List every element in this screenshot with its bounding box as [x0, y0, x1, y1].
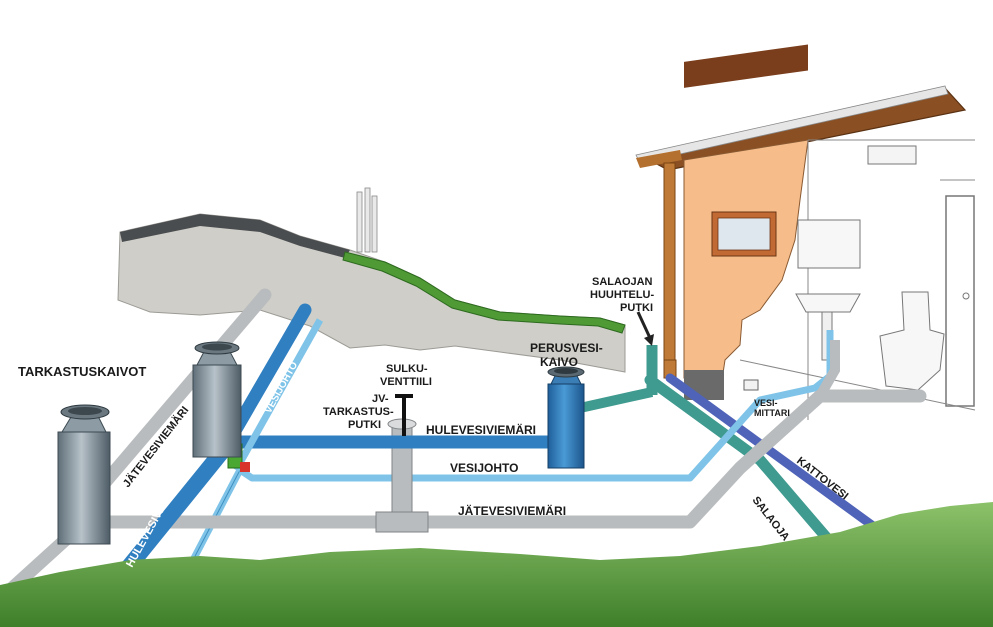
label-salaojan-huuhtelu-2: HUUHTELU-	[590, 289, 654, 301]
label-vesimittari-1: VESI-	[754, 398, 778, 408]
water-meter-icon	[743, 379, 759, 391]
ceiling-lamp	[867, 145, 917, 165]
wall-trim	[684, 44, 808, 88]
label-sulkuventtiili-1: SULKU-	[386, 363, 428, 375]
label-perusvesikaivo-1: PERUSVESI-	[530, 341, 603, 355]
pointer-arrow-icon	[636, 311, 652, 339]
grass-edge	[342, 251, 626, 334]
manhole-right	[192, 341, 242, 458]
downpipe	[663, 162, 676, 364]
fence-post	[356, 191, 363, 253]
drain-pipe	[644, 374, 856, 571]
label-salaojan-huuhtelu-3: PUTKI	[620, 302, 653, 314]
label-jatevesiviemari-mid: JÄTEVESIVIEMÄRI	[458, 503, 566, 518]
valve-stem	[402, 396, 406, 436]
pipe-tee	[375, 511, 429, 533]
manhole-left	[57, 404, 111, 545]
interior-wall-line	[807, 139, 975, 420]
label-jv-tarkastus-3: PUTKI	[348, 419, 381, 431]
asphalt-layer	[120, 214, 350, 258]
foundation-water-well	[547, 366, 585, 469]
fence-post	[364, 187, 371, 253]
red-connector	[240, 462, 250, 472]
label-hulevesiviemari-mid: HULEVESIVIEMÄRI	[426, 422, 536, 437]
foreground-grass	[0, 502, 993, 627]
valve-handle	[395, 394, 413, 398]
waste-pipe-house	[815, 340, 840, 399]
door-frame	[945, 195, 975, 407]
drain-branch	[578, 387, 654, 413]
label-tarkastuskaivot: TARKASTUSKAIVOT	[18, 364, 146, 379]
sink-icon	[795, 293, 861, 313]
waste-pipe-upper	[83, 288, 272, 507]
door-handle-icon	[962, 292, 970, 300]
window-glass	[717, 217, 771, 251]
pointer-arrowhead-icon	[644, 334, 654, 346]
toilet-icon	[879, 291, 945, 391]
label-jv-tarkastus-1: JV-	[372, 393, 389, 405]
mirror-cabinet	[797, 219, 861, 269]
storm-pipe-left-water	[232, 318, 324, 472]
label-salaojan-huuhtelu-1: SALAOJAN	[592, 276, 653, 288]
label-jv-tarkastus-2: TARKASTUS-	[323, 406, 394, 418]
label-sulkuventtiili-2: VENTTIILI	[380, 376, 432, 388]
roof-water-pipe	[665, 373, 900, 547]
floor-line	[739, 359, 976, 411]
house-wall	[683, 139, 809, 381]
label-salaoja: SALAOJA	[750, 494, 792, 543]
label-perusvesikaivo-2: KAIVO	[540, 355, 578, 369]
label-vesijohto-mid: VESIJOHTO	[450, 461, 518, 475]
label-vesimittari-2: MITTARI	[754, 408, 790, 418]
fence-post	[371, 195, 378, 253]
eave-gutter	[636, 150, 682, 168]
